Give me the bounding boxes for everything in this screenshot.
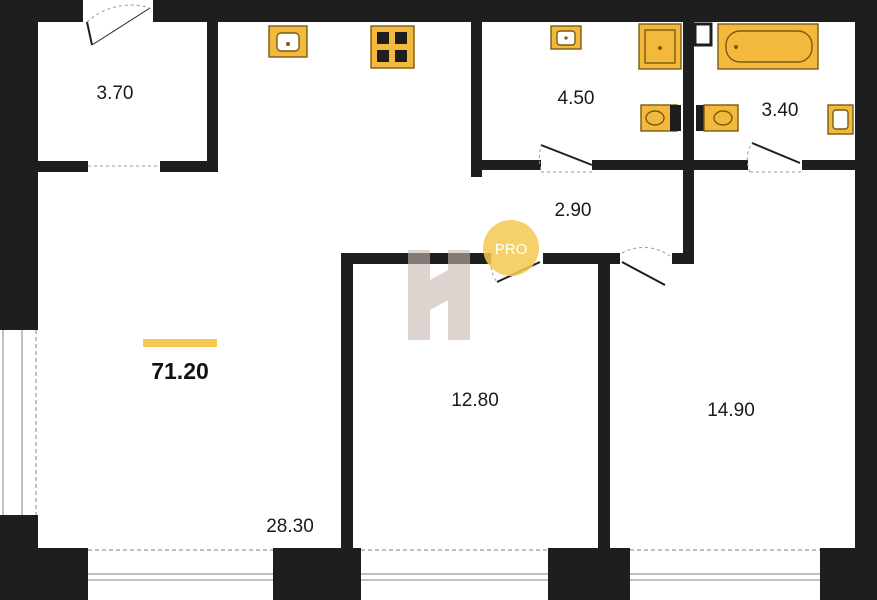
bath-a-wall-bottom-right [592,160,690,170]
area-labels: 3.70 4.50 3.40 2.90 28.30 12.80 14.90 [97,83,799,537]
area-bathroom-b: 3.40 [762,100,799,121]
kitchen-sink-icon [268,25,308,58]
window-bottom-2 [361,549,548,581]
area-living-kitchen: 28.30 [266,516,314,537]
bath-divider [683,22,694,170]
watermark-letter-icon [408,250,470,340]
doors [86,4,802,286]
watermark-badge [483,220,539,276]
bath-b-wall-bottom-left [683,160,748,170]
windows [2,330,820,581]
door-bath-b [746,142,802,173]
door-bedroom-2 [621,247,671,286]
hall-partition-left [38,161,88,172]
corridor-wall-right [683,160,694,264]
hall-partition-right [160,161,218,172]
window-bottom-3 [630,549,820,581]
bedroom-1-wall-left [341,253,353,553]
bottom-pier-3 [548,548,630,600]
top-wall-right [153,0,877,22]
bath-b-sink-icon [827,104,854,135]
watermark: PRO [408,220,539,340]
right-wall [855,0,877,600]
bath-a-toilet-icon [640,104,681,132]
entrance-door [86,4,151,46]
area-bedroom-1: 12.80 [451,390,499,411]
door-bath-a [538,144,593,173]
bath-a-sink-icon [550,25,582,50]
corridor-wall-end [672,253,694,264]
area-corridor: 2.90 [555,200,592,221]
bathtub-icon [717,23,819,70]
watermark-badge-text: PRO [495,241,528,258]
bath-a-wall-bottom-left [471,160,541,170]
bath-a-wall-left [471,22,482,177]
hall-partition-vertical [207,22,218,172]
fixtures [268,22,854,135]
total-area-block: 71.20 [143,339,217,384]
area-bedroom-2: 14.90 [707,400,755,421]
area-bathroom-a: 4.50 [558,88,595,109]
left-wall-upper [0,0,38,330]
window-left [2,330,37,515]
bottom-pier-4 [820,548,877,600]
bath-b-wall-bottom-right [802,160,855,170]
bedroom-top-wall-mid [543,253,620,264]
shaft-icon [693,22,713,47]
shower-tray-icon [638,23,682,70]
bottom-pier-1 [0,548,88,600]
total-area-accent-bar [143,339,217,347]
window-bottom-1 [88,549,273,581]
total-area: 71.20 [151,358,209,384]
bath-b-toilet-icon [696,104,739,132]
stove-icon [370,25,415,69]
area-hall: 3.70 [97,83,134,104]
bottom-pier-2 [273,548,361,600]
bedroom-divider [598,253,610,553]
